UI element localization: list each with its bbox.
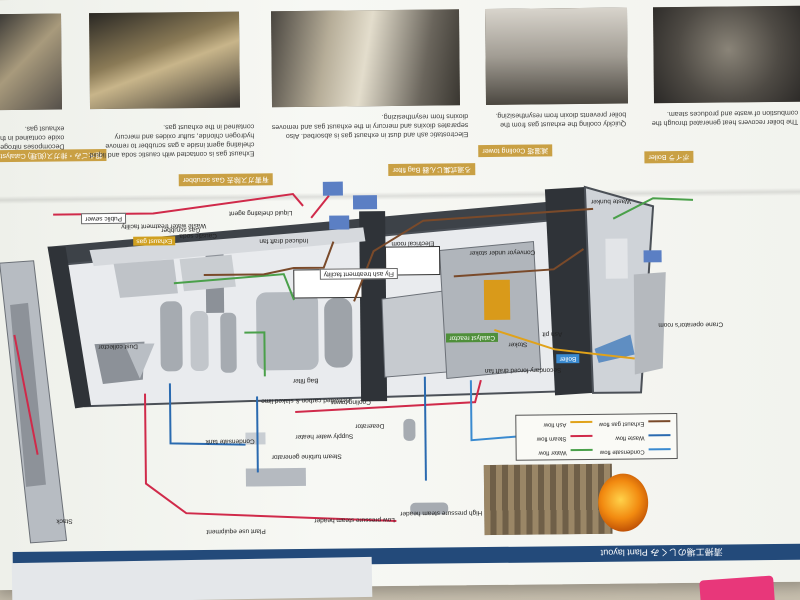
legend-label-waste: Waste flow <box>615 434 645 441</box>
label-electric-room: Electrical room <box>391 239 435 248</box>
fire-photo <box>597 473 649 532</box>
caption-title-bag-filter: ろ過式集じん器 Bag filter <box>388 163 476 177</box>
legend-swatch-condensate <box>648 448 671 451</box>
flow-legend: Ash flow Exhaust gas flow Steam flow Was… <box>515 413 678 461</box>
phone-edge <box>699 575 775 600</box>
label-secondary-fan: Secondary forced draft fan <box>484 366 562 375</box>
caption-cooling-tower: Quickly cooling the exhaust gas from the… <box>495 110 627 128</box>
caption-title-boiler: ボイラ Boiler <box>644 150 694 164</box>
label-boiler: Boiler <box>556 354 580 364</box>
label-stoker: Stoker <box>508 340 528 348</box>
label-induced-fan: Induced draft fan <box>259 236 309 245</box>
footer-title: 清掃工場のしくみ Plant layout <box>600 546 723 558</box>
caption-catalyst: Decomposes nitrogen oxide contained in t… <box>0 124 65 151</box>
photo-texture <box>483 463 613 536</box>
label-fly-ash: Fly ash treatment facility <box>319 267 398 280</box>
label-plant-use: Plant use equipment <box>206 527 266 535</box>
label-high-pressure: High pressure steam header <box>400 509 483 517</box>
label-bag-filter: Bag filter <box>292 376 319 385</box>
photo-boiler <box>652 5 800 104</box>
label-waste-bunker: Waste bunker <box>590 197 631 205</box>
label-stack: Stack <box>56 517 73 525</box>
label-liquid-chelating: Liquid chelating agent <box>229 209 293 217</box>
photo-stoker-interior <box>483 463 613 536</box>
label-exhaust-gas: Exhaust gas <box>133 236 176 246</box>
legend-swatch-exhaust <box>648 420 671 423</box>
photo-catalyst <box>0 13 63 111</box>
legend-row-exhaust: Exhaust gas flow <box>516 416 676 428</box>
table-card <box>11 556 373 600</box>
label-low-pressure: Low pressure steam header <box>314 516 395 524</box>
stack <box>0 260 68 544</box>
photo-gas-scrubber <box>89 11 241 110</box>
legend-label-exhaust: Exhaust gas flow <box>598 420 645 427</box>
label-conveyor: Conveyor under stoker <box>469 248 536 257</box>
caption-boiler: The boiler recovers heat generated throu… <box>651 108 799 127</box>
fan-icons <box>322 181 662 263</box>
photo-cooling-tower <box>484 7 628 106</box>
equipment <box>94 238 635 515</box>
caption-title-cooling-tower: 減温塔 Cooling tower <box>478 144 553 158</box>
label-steam-turbine: Steam turbine generator <box>271 452 342 461</box>
label-gas-scrubber: Gas scrubber <box>161 226 201 234</box>
flow-lines <box>53 192 694 522</box>
caption-bag-filter: Electrostatic ash and dust in exhaust ga… <box>271 112 469 140</box>
legend-row-condensate: Condensate flow <box>517 444 677 456</box>
label-cooling-tower: Cooling tower <box>331 398 371 406</box>
legend-row-waste: Waste flow <box>516 430 676 442</box>
label-deaerator: Deaerator <box>355 422 385 430</box>
plant-diagram <box>0 181 694 544</box>
label-ash-pit: Ash pit <box>542 330 563 338</box>
legend-label-condensate: Condensate flow <box>599 448 645 455</box>
label-crane-room: Crane operator's room <box>658 320 724 329</box>
legend-swatch-waste <box>648 434 671 437</box>
label-condensate-tank: Condensate tank <box>205 437 255 445</box>
label-supply-water: Supply water heater <box>295 432 354 441</box>
caption-gas-scrubber: Exhaust gas is contacted with caustic so… <box>89 122 255 159</box>
label-dust-collector: Dust collector <box>98 342 138 351</box>
label-public-sewer: Public sewer <box>81 212 127 225</box>
photo-bag-filter <box>271 9 461 108</box>
label-catalyst: Catalyst reactor <box>446 332 499 343</box>
